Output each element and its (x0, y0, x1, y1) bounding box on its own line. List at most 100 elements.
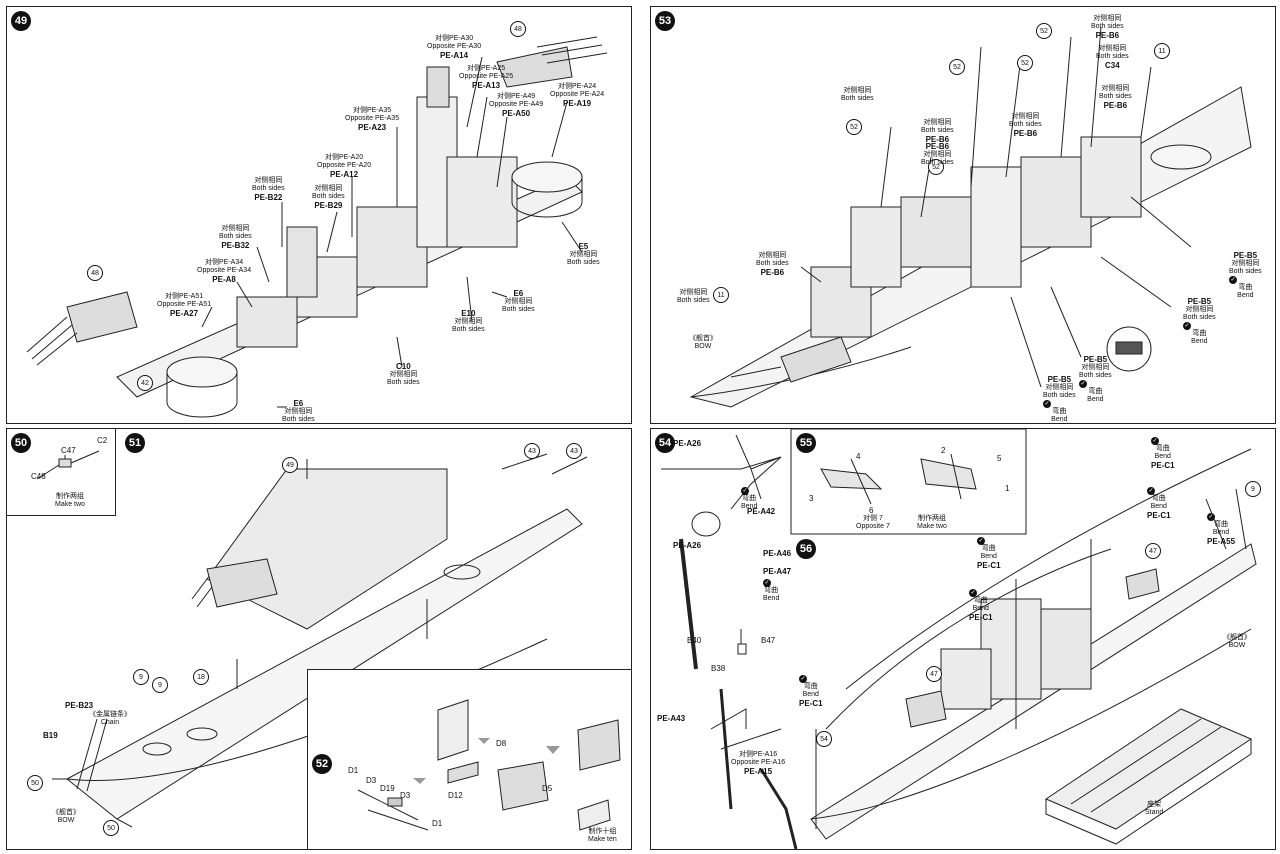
bow-indicator: 《舰首》BOW (52, 809, 80, 824)
step-49-panel: 49 (6, 6, 632, 424)
part-ref-52: 52 (1017, 55, 1033, 71)
step-52-drawing (357, 699, 621, 831)
part-ref-48: 48 (510, 21, 526, 37)
step-54-56-drawing (661, 429, 1257, 849)
step-56-panel: 54 (650, 428, 1276, 850)
step-number: 51 (125, 433, 145, 453)
part-ref-52: 52 (928, 159, 944, 175)
part-ref-43: 43 (524, 443, 540, 459)
label-pe-a26: PE-A26 (673, 541, 702, 550)
part-ref-9: 9 (1245, 481, 1261, 497)
label-b38: B38 (711, 664, 726, 673)
label-pe-a26: PE-A26 (673, 439, 702, 448)
part-ref-54: 54 (816, 731, 832, 747)
label-pe-a46: PE-A46 (763, 549, 792, 558)
step-51-panel: 51 49 43 43 18 9 9 50 50 PE-B23 《金属链条》Ch… (6, 428, 632, 850)
label-pe-a43: PE-A43 (657, 714, 686, 723)
step-number: 52 (312, 754, 332, 774)
part-ref-9: 9 (152, 677, 168, 693)
part-ref-42: 42 (137, 375, 153, 391)
step-51-drawing (52, 453, 588, 828)
label-c47: C47 (61, 446, 76, 455)
label-part-4: 4 (856, 452, 861, 461)
part-ref-18: 18 (193, 669, 209, 685)
part-ref-49: 49 (282, 457, 298, 473)
label-part-3: 3 (809, 494, 814, 503)
label-b47: B47 (761, 636, 776, 645)
step-53-drawing (689, 26, 1252, 408)
label-part-6: 6 (869, 506, 874, 515)
label-d5: D5 (542, 784, 553, 793)
bow-indicator: 《舰首》BOW (1223, 634, 1251, 649)
step-number: 49 (11, 11, 31, 31)
label-part-2: 2 (941, 446, 946, 455)
step-50-drawing (36, 450, 100, 480)
part-ref-43: 43 (566, 443, 582, 459)
step-number: 55 (796, 433, 816, 453)
step-number: 54 (655, 433, 675, 453)
part-ref-11: 11 (713, 287, 729, 303)
part-ref-50: 50 (103, 820, 119, 836)
part-ref-9: 9 (133, 669, 149, 685)
part-ref-52: 52 (949, 59, 965, 75)
label-b40: B40 (687, 636, 702, 645)
label-d1: D1 (348, 766, 359, 775)
label-pe-b23: PE-B23 (65, 701, 94, 710)
step-number: 50 (11, 433, 31, 453)
part-ref-47: 47 (1145, 543, 1161, 559)
label-d19: D19 (380, 784, 395, 793)
step-number: 56 (796, 539, 816, 559)
label-part-1: 1 (1005, 484, 1010, 493)
label-d1: D1 (432, 819, 443, 828)
part-ref-47: 47 (926, 666, 942, 682)
step-49-drawing (26, 36, 608, 418)
part-ref-11: 11 (1154, 43, 1170, 59)
label-d3: D3 (400, 791, 411, 800)
part-ref-50: 50 (27, 775, 43, 791)
label-c2: C2 (97, 436, 108, 445)
part-ref-48: 48 (87, 265, 103, 281)
